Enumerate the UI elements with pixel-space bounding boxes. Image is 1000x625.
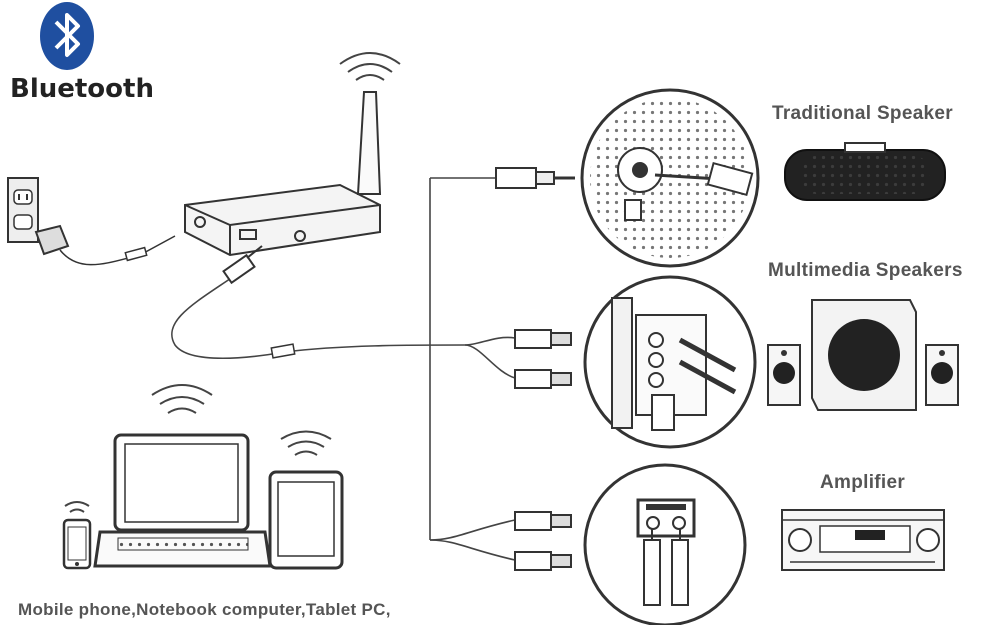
- wifi-signal-icon: [64, 501, 90, 513]
- audio-cable: [171, 271, 516, 379]
- laptop-icon: [93, 433, 272, 568]
- multimedia-speakers-label: Multimedia Speakers: [768, 260, 963, 281]
- wifi-signal-icon: [280, 430, 332, 456]
- detail-circle-multimedia: [583, 275, 757, 449]
- rca-plug-icon: [514, 329, 572, 389]
- bluetooth-wordmark: Bluetooth: [10, 74, 154, 104]
- detail-circle-traditional: [580, 88, 760, 268]
- power-adapter-icon: [34, 224, 176, 266]
- wall-outlet-icon: [7, 177, 39, 243]
- speaker-icon: [784, 142, 946, 201]
- distribution-line: [429, 177, 516, 561]
- traditional-speaker-label: Traditional Speaker: [772, 103, 953, 124]
- rca-plug-icon: [514, 511, 572, 571]
- speaker-icon: [767, 299, 959, 411]
- phone-icon: [62, 518, 92, 570]
- bluetooth-logo-icon: [40, 2, 94, 70]
- wifi-signal-icon: [339, 52, 401, 81]
- receiver-device-icon: [184, 91, 382, 257]
- detail-circle-amplifier: [583, 463, 747, 625]
- audio-jack-icon: [222, 245, 263, 285]
- audio-jack-icon: [495, 167, 575, 189]
- amplifier-label: Amplifier: [820, 472, 906, 493]
- tablet-icon: [268, 470, 344, 570]
- wifi-signal-icon: [151, 384, 213, 414]
- source-devices-label: Mobile phone,Notebook computer,Tablet PC…: [18, 600, 391, 619]
- amplifier-icon: [781, 509, 945, 571]
